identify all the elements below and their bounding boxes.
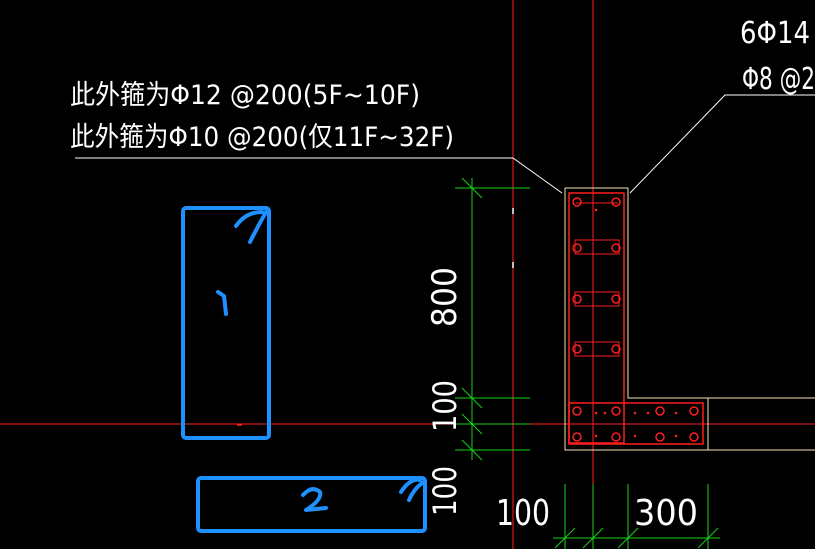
dimension-800: 800	[425, 267, 465, 327]
rebar-dot	[572, 344, 582, 354]
rebar-dot	[572, 294, 582, 304]
rebar-dot	[689, 406, 699, 416]
note-line-2: 此外箍为Φ10 @200(仅11F~32F)	[70, 122, 454, 153]
rebar-dot	[572, 243, 582, 253]
stirrup-inner-3	[574, 341, 620, 357]
rebar-dot	[572, 406, 582, 416]
rebar-dot	[611, 243, 621, 253]
wall-outline	[565, 187, 815, 399]
stirrup-outer-horizontal	[568, 402, 704, 445]
stirrup-inner-2	[574, 291, 620, 307]
dimension-100-lower: 100	[426, 466, 464, 516]
rebar-callout-line-1: 6Φ14	[740, 16, 810, 51]
note-leader-line	[75, 157, 563, 194]
rebar-group	[572, 197, 699, 442]
stirrup-inner-1	[574, 239, 620, 255]
distribution-bar-dots	[594, 208, 678, 438]
annotation-box-2	[196, 476, 427, 533]
rebar-dot	[611, 432, 621, 442]
rebar-dot	[611, 344, 621, 354]
rebar-dot	[611, 197, 621, 207]
dimension-100-horizontal: 100	[496, 493, 550, 534]
dimension-100-upper: 100	[426, 380, 464, 432]
rebar-dot	[689, 432, 699, 442]
rebar-dot	[572, 197, 582, 207]
vertical-dimension	[455, 177, 530, 461]
rebar-callout-line-2: Φ8 @2	[742, 62, 815, 97]
rebar-dot	[611, 406, 621, 416]
rebar-dot	[572, 432, 582, 442]
dimension-300-horizontal: 300	[634, 493, 698, 534]
wall-outline-bottom	[564, 188, 709, 451]
rebar-dot	[655, 406, 665, 416]
callout-leader-line	[629, 94, 815, 194]
rebar-dot	[655, 432, 665, 442]
horizontal-dimension	[553, 484, 720, 549]
note-line-1: 此外箍为Φ12 @200(5F~10F)	[70, 80, 420, 111]
stirrup-outer-vertical	[568, 192, 625, 444]
annotation-box-1	[181, 206, 271, 440]
rebar-dot	[611, 294, 621, 304]
